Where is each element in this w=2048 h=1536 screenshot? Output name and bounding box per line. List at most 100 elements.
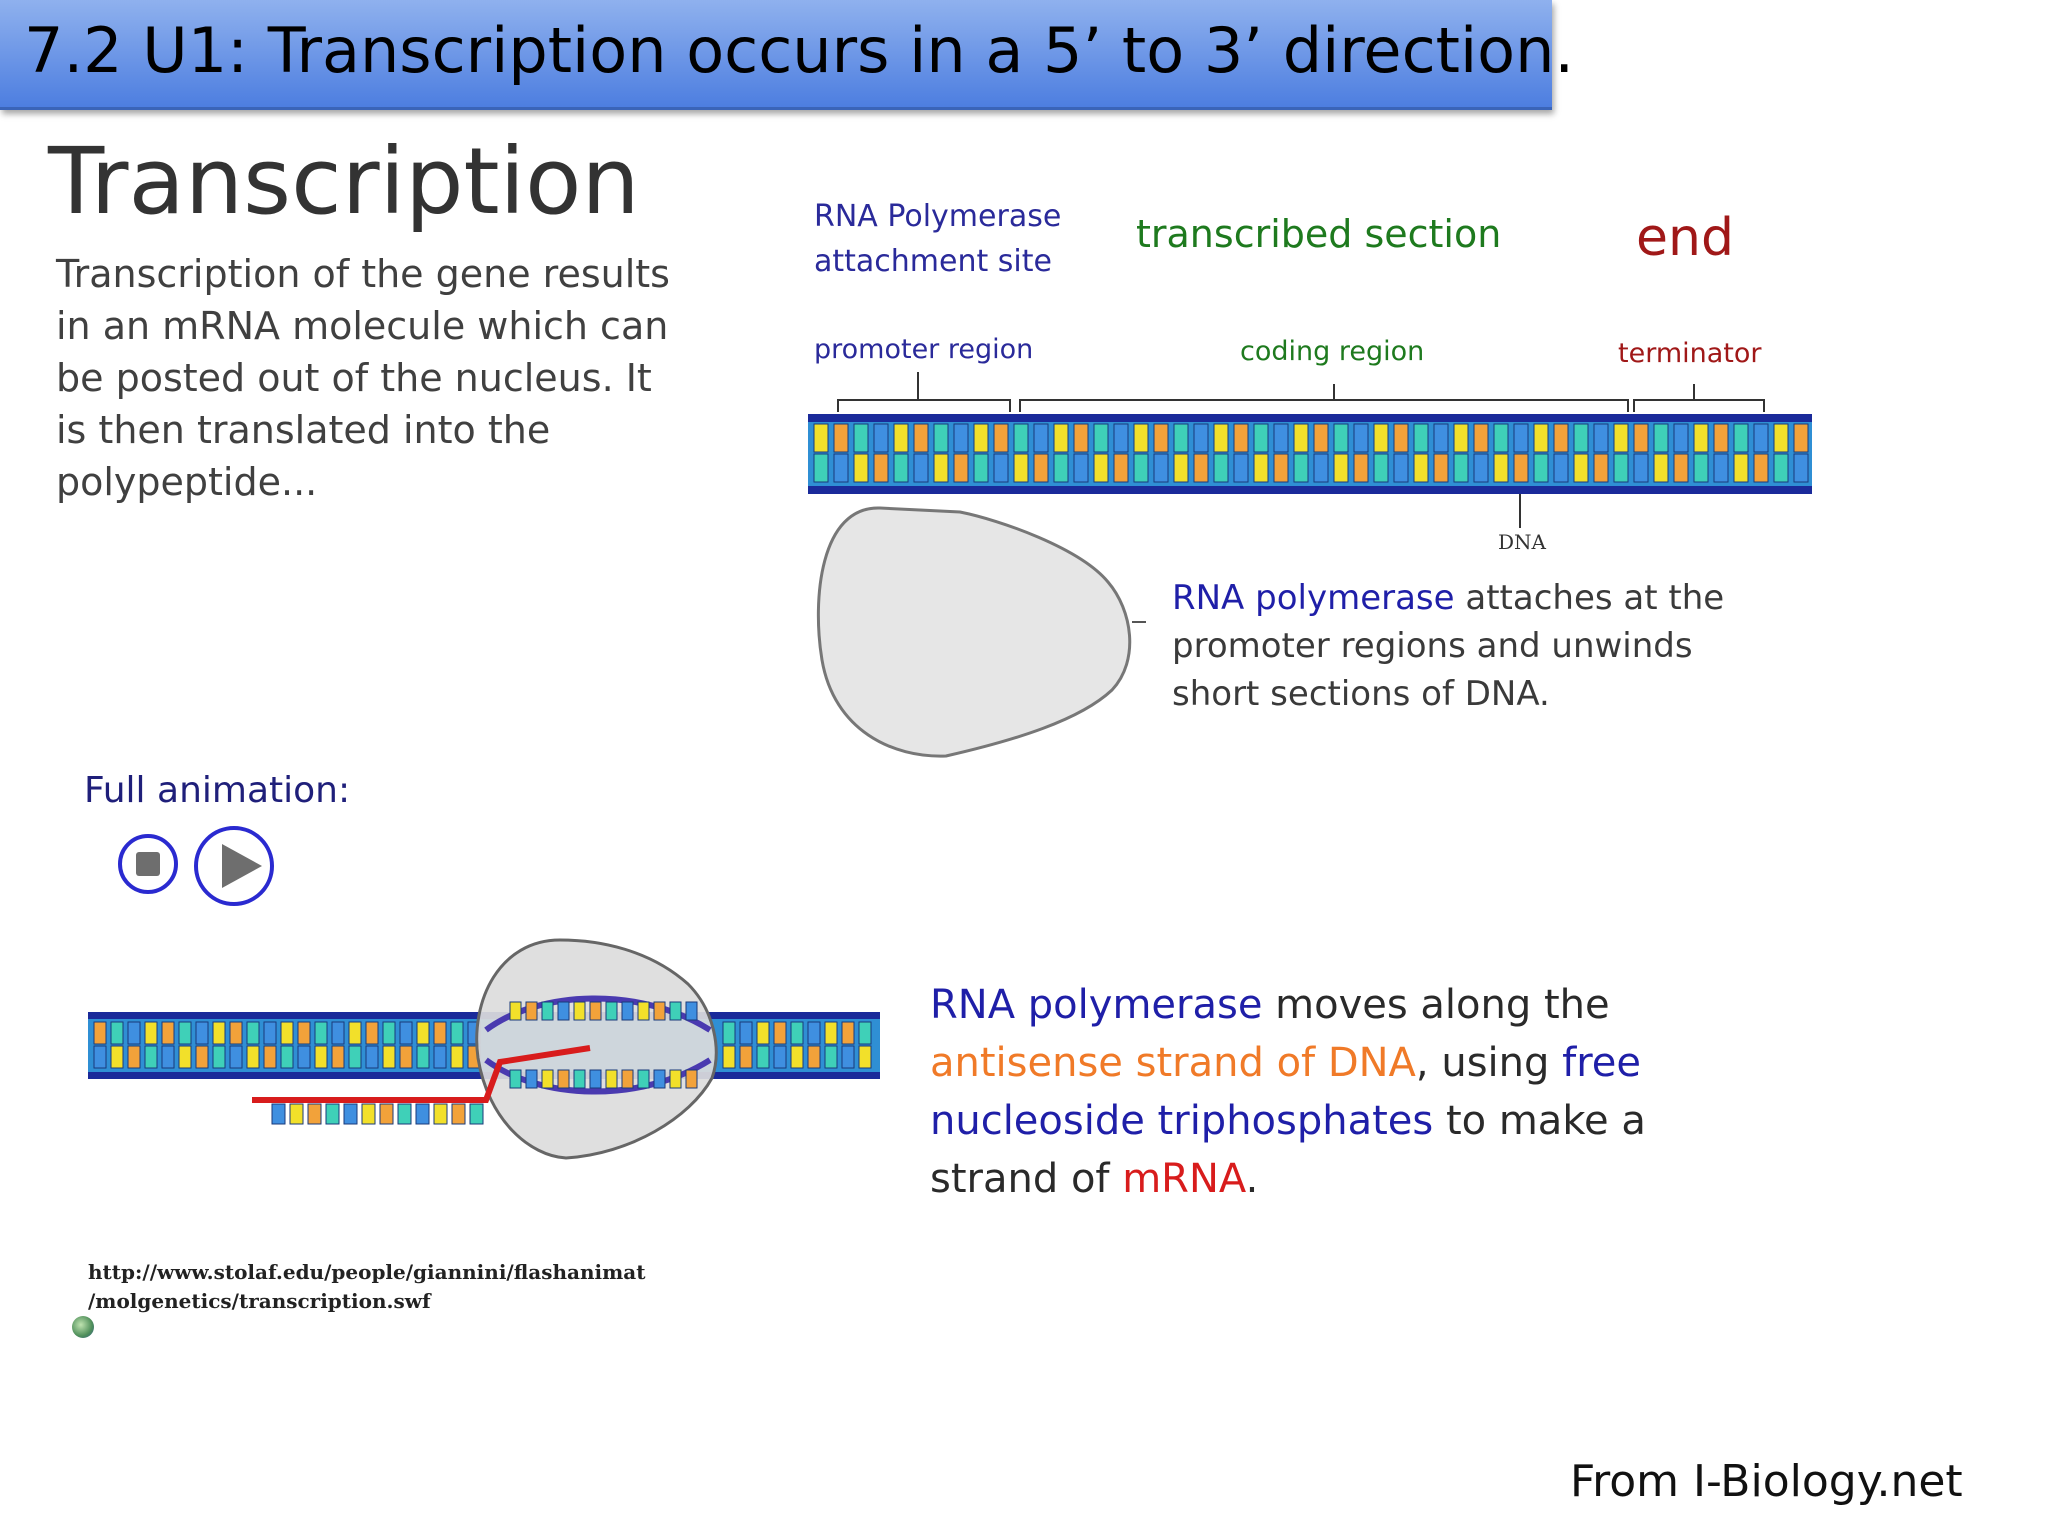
base-pair xyxy=(1453,453,1469,483)
base-pair xyxy=(314,1021,328,1045)
base-pair xyxy=(1113,453,1129,483)
base-pair xyxy=(1553,423,1569,453)
base-pair xyxy=(1533,423,1549,453)
base-pair xyxy=(178,1045,192,1069)
base-pair xyxy=(685,1001,698,1021)
base-pair xyxy=(858,1021,872,1045)
base-pair xyxy=(1573,423,1589,453)
base-pair xyxy=(637,1069,650,1089)
base-pair xyxy=(1373,453,1389,483)
base-pair xyxy=(416,1045,430,1069)
base-pair xyxy=(1553,453,1569,483)
base-pair xyxy=(621,1001,634,1021)
base-pair xyxy=(1073,453,1089,483)
base-pair xyxy=(93,1021,107,1045)
base-pair xyxy=(307,1103,322,1125)
base-pair xyxy=(289,1103,304,1125)
base-pair xyxy=(1713,453,1729,483)
base-pair xyxy=(605,1069,618,1089)
animation-link[interactable]: http://www.stolaf.edu/people/giannini/fl… xyxy=(88,1260,646,1313)
base-pair xyxy=(450,1045,464,1069)
base-pair xyxy=(1073,423,1089,453)
base-pair xyxy=(1413,423,1429,453)
base-pair xyxy=(144,1021,158,1045)
base-pair xyxy=(557,1001,570,1021)
base-pair xyxy=(450,1021,464,1045)
base-pair xyxy=(361,1103,376,1125)
base-pair xyxy=(1693,423,1709,453)
base-pair xyxy=(1193,423,1209,453)
base-pair xyxy=(1653,453,1669,483)
intro-paragraph: Transcription of the gene results in an … xyxy=(56,252,670,504)
play-icon[interactable] xyxy=(194,826,274,906)
transcribed-section-label: transcribed section xyxy=(1136,212,1502,256)
base-pair xyxy=(773,1045,787,1069)
base-pair xyxy=(756,1021,770,1045)
rna-polymerase-moving xyxy=(475,938,718,1160)
base-pair xyxy=(1473,423,1489,453)
base-pair xyxy=(161,1021,175,1045)
base-pair xyxy=(1593,453,1609,483)
base-pair xyxy=(1753,453,1769,483)
base-pair xyxy=(178,1021,192,1045)
dna-backbone-upper xyxy=(808,414,1812,422)
stop-icon[interactable] xyxy=(118,834,178,894)
base-pair xyxy=(1133,423,1149,453)
base-pair xyxy=(365,1045,379,1069)
base-pair xyxy=(933,453,949,483)
base-pair xyxy=(1653,423,1669,453)
base-pair xyxy=(1093,423,1109,453)
base-pair xyxy=(195,1045,209,1069)
moves-part1: RNA polymerase xyxy=(930,982,1263,1028)
moves-part5: free nucleoside triphosphates xyxy=(930,1040,1641,1144)
base-pair xyxy=(913,423,929,453)
base-pair xyxy=(1253,423,1269,453)
full-animation-label: Full animation: xyxy=(84,770,351,811)
base-pair xyxy=(271,1103,286,1125)
base-pair xyxy=(1513,453,1529,483)
base-pair xyxy=(127,1045,141,1069)
base-pair xyxy=(110,1045,124,1069)
title-bar: 7.2 U1: Transcription occurs in a 5’ to … xyxy=(0,0,1574,110)
base-pair xyxy=(280,1021,294,1045)
base-pair xyxy=(1673,423,1689,453)
base-pair xyxy=(93,1045,107,1069)
base-pair xyxy=(1773,423,1789,453)
base-pair xyxy=(161,1045,175,1069)
base-pair xyxy=(397,1103,412,1125)
base-pair xyxy=(739,1021,753,1045)
base-pair xyxy=(1613,423,1629,453)
base-pair xyxy=(343,1103,358,1125)
base-pair xyxy=(1793,423,1809,453)
base-pair xyxy=(813,423,829,453)
base-pair xyxy=(509,1001,522,1021)
base-pair xyxy=(841,1045,855,1069)
base-pair xyxy=(893,453,909,483)
base-pair xyxy=(589,1069,602,1089)
base-pair xyxy=(993,423,1009,453)
base-pair xyxy=(246,1045,260,1069)
moves-part2: moves along the xyxy=(1262,982,1610,1028)
attach-description: RNA polymerase attaches at the promoter … xyxy=(1172,574,1732,718)
base-pair xyxy=(416,1021,430,1045)
base-pair xyxy=(433,1021,447,1045)
base-pair xyxy=(1233,423,1249,453)
base-pair xyxy=(415,1103,430,1125)
base-pair xyxy=(229,1045,243,1069)
base-pair xyxy=(331,1045,345,1069)
base-pair xyxy=(1273,453,1289,483)
attachment-site-label: RNA Polymerase attachment site xyxy=(814,199,1062,279)
base-pair xyxy=(1173,453,1189,483)
base-pair xyxy=(873,453,889,483)
base-pair xyxy=(469,1103,484,1125)
base-pair xyxy=(1353,453,1369,483)
base-pair xyxy=(841,1021,855,1045)
base-pair xyxy=(382,1021,396,1045)
base-pair xyxy=(1193,453,1209,483)
base-pair xyxy=(1513,423,1529,453)
base-pair xyxy=(525,1069,538,1089)
base-pair xyxy=(933,423,949,453)
base-pair xyxy=(433,1103,448,1125)
base-pair xyxy=(1753,423,1769,453)
base-pair xyxy=(1433,453,1449,483)
